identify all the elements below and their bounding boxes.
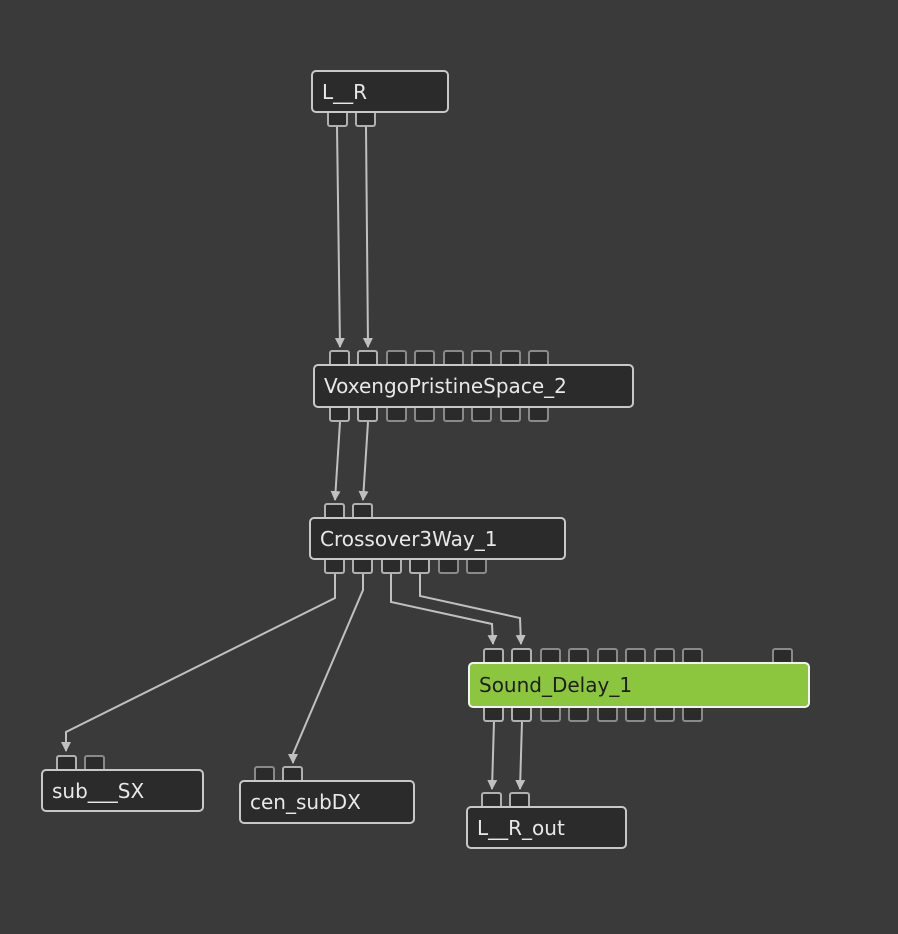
wire-crossover-4-to-sound-delay-2[interactable] [419, 574, 526, 645]
input-port-9[interactable] [772, 648, 793, 662]
node-label: Crossover3Way_1 [320, 526, 498, 551]
output-port-4[interactable] [414, 408, 435, 422]
node-label: Sound_Delay_1 [479, 673, 633, 697]
output-port-2[interactable] [355, 113, 376, 127]
input-port-4[interactable] [414, 350, 435, 364]
node-label: sub___SX [52, 778, 145, 803]
input-port-3[interactable] [540, 648, 561, 662]
node-sound-delay[interactable]: Sound_Delay_1 [468, 662, 810, 708]
node-lr-out[interactable]: L__R_out [466, 806, 627, 849]
output-port-3[interactable] [540, 708, 561, 722]
node-label: L__R_out [477, 815, 565, 840]
wire-crossover-1-to-sub-sx-1[interactable] [61, 574, 336, 752]
input-port-1[interactable] [56, 755, 77, 769]
input-port-2[interactable] [84, 755, 105, 769]
input-port-1[interactable] [329, 350, 350, 364]
input-port-7[interactable] [654, 648, 675, 662]
node-crossover-3way[interactable]: Crossover3Way_1 [309, 517, 566, 560]
wire-crossover-3-to-sound-delay-1[interactable] [390, 574, 498, 645]
node-lr[interactable]: L__R [311, 70, 449, 113]
output-port-8[interactable] [682, 708, 703, 722]
input-port-5[interactable] [597, 648, 618, 662]
input-port-2[interactable] [357, 350, 378, 364]
input-port-7[interactable] [500, 350, 521, 364]
wire-lr-2-to-voxengo-2[interactable] [362, 126, 373, 348]
output-port-1[interactable] [329, 408, 350, 422]
input-port-1[interactable] [254, 766, 275, 780]
output-port-6[interactable] [471, 408, 492, 422]
output-port-7[interactable] [654, 708, 675, 722]
wire-sound-delay-1-to-lr-out-1[interactable] [487, 720, 498, 790]
node-cen-subdx[interactable]: cen_subDX [239, 780, 415, 824]
output-port-2[interactable] [352, 560, 373, 574]
input-port-6[interactable] [625, 648, 646, 662]
node-sub-sx[interactable]: sub___SX [41, 769, 204, 812]
wire-crossover-2-to-cen-subdx-2[interactable] [288, 574, 364, 764]
output-port-3[interactable] [386, 408, 407, 422]
output-port-3[interactable] [381, 560, 402, 574]
output-port-2[interactable] [357, 408, 378, 422]
output-port-1[interactable] [483, 708, 504, 722]
input-port-1[interactable] [483, 648, 504, 662]
node-label: cen_subDX [250, 790, 361, 814]
wire-voxengo-1-to-crossover-1[interactable] [330, 421, 341, 501]
input-port-8[interactable] [682, 648, 703, 662]
input-port-8[interactable] [528, 350, 549, 364]
input-port-1[interactable] [324, 503, 345, 517]
input-port-2[interactable] [282, 766, 303, 780]
input-port-4[interactable] [568, 648, 589, 662]
output-port-6[interactable] [625, 708, 646, 722]
output-port-8[interactable] [528, 408, 549, 422]
input-port-5[interactable] [443, 350, 464, 364]
input-port-1[interactable] [481, 792, 502, 806]
input-port-2[interactable] [509, 792, 530, 806]
wire-sound-delay-2-to-lr-out-2[interactable] [515, 720, 526, 790]
output-port-4[interactable] [409, 560, 430, 574]
input-port-2[interactable] [511, 648, 532, 662]
output-port-5[interactable] [597, 708, 618, 722]
output-port-5[interactable] [438, 560, 459, 574]
output-port-5[interactable] [443, 408, 464, 422]
wire-voxengo-2-to-crossover-2[interactable] [358, 421, 369, 501]
output-port-2[interactable] [511, 708, 532, 722]
node-label: VoxengoPristineSpace_2 [324, 374, 567, 398]
input-port-2[interactable] [352, 503, 373, 517]
output-port-7[interactable] [500, 408, 521, 422]
output-port-1[interactable] [327, 113, 348, 127]
node-label: L__R [322, 79, 368, 104]
output-port-1[interactable] [324, 560, 345, 574]
output-port-4[interactable] [568, 708, 589, 722]
node-voxengo-pristine-space[interactable]: VoxengoPristineSpace_2 [313, 364, 634, 408]
input-port-6[interactable] [471, 350, 492, 364]
input-port-3[interactable] [386, 350, 407, 364]
wire-lr-1-to-voxengo-1[interactable] [334, 126, 345, 348]
output-port-6[interactable] [466, 560, 487, 574]
